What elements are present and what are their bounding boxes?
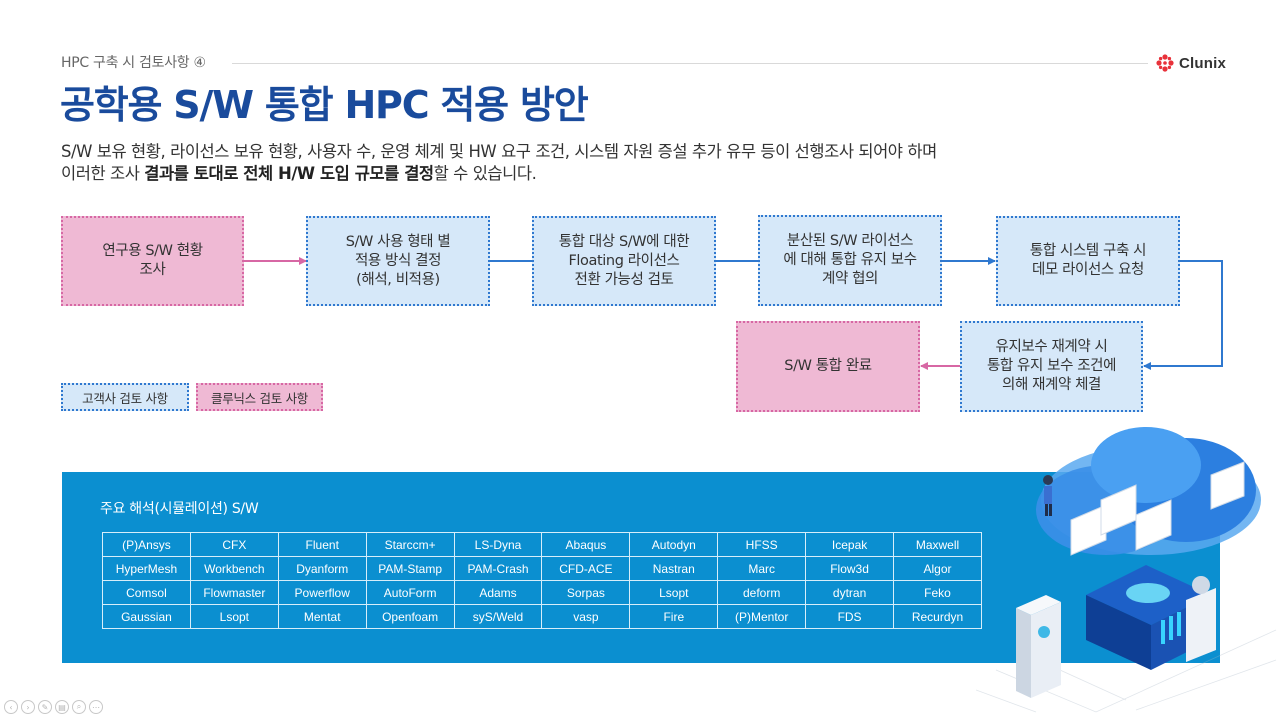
software-table-cell: Adams bbox=[453, 580, 543, 605]
legend-clunix-review: 클루닉스 검토 사항 bbox=[196, 383, 323, 411]
software-table-cell: dytran bbox=[805, 580, 895, 605]
description-line-2-prefix: 이러한 조사 bbox=[61, 164, 145, 183]
software-table-cell: Marc bbox=[717, 556, 807, 581]
software-table-cell: CFD-ACE bbox=[541, 556, 631, 581]
software-table-cell: Icepak bbox=[805, 532, 895, 557]
pen-icon[interactable]: ✎ bbox=[38, 700, 52, 714]
software-table-cell: syS/Weld bbox=[453, 604, 543, 629]
page-title: 공학용 S/W 통합 HPC 적용 방안 bbox=[60, 83, 589, 127]
software-table-cell: HFSS bbox=[717, 532, 807, 557]
software-table-cell: Mentat bbox=[277, 604, 367, 629]
server-racks-icon bbox=[1086, 565, 1211, 670]
next-slide-icon[interactable]: › bbox=[21, 700, 35, 714]
software-table-cell: Openfoam bbox=[365, 604, 455, 629]
header-divider bbox=[232, 63, 1148, 64]
software-table-cell: Maxwell bbox=[893, 532, 982, 557]
hpc-cloud-illustration bbox=[976, 427, 1277, 713]
software-table-cell: Recurdyn bbox=[893, 604, 982, 629]
software-table-cell: Starccm+ bbox=[365, 532, 455, 557]
flow-step-maintenance-negotiation: 분산된 S/W 라이선스 에 대해 통합 유지 보수 계약 협의 bbox=[758, 215, 942, 306]
software-table-cell: Abaqus bbox=[541, 532, 631, 557]
flow-step-usage-decision: S/W 사용 형태 별 적용 방식 결정 (해석, 비적용) bbox=[306, 216, 490, 306]
software-table-cell: deform bbox=[717, 580, 807, 605]
flow-step-integration-complete: S/W 통합 완료 bbox=[736, 321, 920, 412]
flow-step-recontract: 유지보수 재계약 시 통합 유지 보수 조건에 의해 재계약 체결 bbox=[960, 321, 1143, 412]
description-line-2: 이러한 조사 결과를 토대로 전체 H/W 도입 규모를 결정할 수 있습니다. bbox=[61, 163, 937, 185]
software-table-cell: Workbench bbox=[189, 556, 279, 581]
more-options-icon[interactable]: ⋯ bbox=[89, 700, 103, 714]
software-table-cell: LS-Dyna bbox=[453, 532, 543, 557]
software-table-cell: FDS bbox=[805, 604, 895, 629]
description: S/W 보유 현황, 라이선스 보유 현황, 사용자 수, 운영 체계 및 HW… bbox=[61, 141, 937, 185]
software-table-cell: CFX bbox=[189, 532, 279, 557]
software-table-cell: vasp bbox=[541, 604, 631, 629]
software-table-cell: Fire bbox=[629, 604, 719, 629]
flow-step-demo-license: 통합 시스템 구축 시 데모 라이선스 요청 bbox=[996, 216, 1180, 306]
software-table-cell: AutoForm bbox=[365, 580, 455, 605]
software-table-cell: (P)Ansys bbox=[102, 532, 191, 557]
brand-logo: Clunix bbox=[1155, 53, 1226, 73]
slides-icon[interactable]: ▤ bbox=[55, 700, 69, 714]
software-table-cell: Dyanform bbox=[277, 556, 367, 581]
software-table-cell: HyperMesh bbox=[102, 556, 191, 581]
software-panel-title: 주요 해석(시뮬레이션) S/W bbox=[100, 501, 259, 517]
section-label: HPC 구축 시 검토사항 ④ bbox=[61, 55, 206, 71]
floating-panels-icon bbox=[1070, 461, 1245, 556]
software-table-cell: Flowmaster bbox=[189, 580, 279, 605]
legend-client-review: 고객사 검토 사항 bbox=[61, 383, 189, 411]
software-table-cell: Fluent bbox=[277, 532, 367, 557]
software-table-cell: PAM-Stamp bbox=[365, 556, 455, 581]
software-table-cell: Algor bbox=[893, 556, 982, 581]
description-line-2-emphasis: 결과를 토대로 전체 H/W 도입 규모를 결정 bbox=[144, 164, 434, 183]
viewer-toolbar: ‹ › ✎ ▤ ⌕ ⋯ bbox=[4, 700, 103, 714]
software-table-cell: Feko bbox=[893, 580, 982, 605]
previous-slide-icon[interactable]: ‹ bbox=[4, 700, 18, 714]
flow-step-floating-review: 통합 대상 S/W에 대한 Floating 라이선스 전환 가능성 검토 bbox=[532, 216, 716, 306]
software-table-cell: PAM-Crash bbox=[453, 556, 543, 581]
description-line-1: S/W 보유 현황, 라이선스 보유 현황, 사용자 수, 운영 체계 및 HW… bbox=[61, 142, 937, 161]
software-table-cell: Powerflow bbox=[277, 580, 367, 605]
description-line-2-suffix: 할 수 있습니다. bbox=[433, 164, 537, 183]
brand-name: Clunix bbox=[1179, 54, 1227, 72]
software-table-cell: (P)Mentor bbox=[717, 604, 807, 629]
software-table-cell: Gaussian bbox=[102, 604, 191, 629]
flow-step-sw-survey: 연구용 S/W 현황 조사 bbox=[61, 216, 244, 306]
software-table-cell: Flow3d bbox=[805, 556, 895, 581]
clunix-logo-icon bbox=[1156, 54, 1174, 72]
zoom-icon[interactable]: ⌕ bbox=[72, 700, 86, 714]
software-table-cell: Lsopt bbox=[629, 580, 719, 605]
software-table-cell: Comsol bbox=[102, 580, 191, 605]
software-table-cell: Nastran bbox=[629, 556, 719, 581]
person-icon bbox=[1043, 475, 1053, 516]
software-table-cell: Lsopt bbox=[189, 604, 279, 629]
side-cabinets-icon bbox=[1016, 576, 1216, 698]
software-table-cell: Autodyn bbox=[629, 532, 719, 557]
software-table-cell: Sorpas bbox=[541, 580, 631, 605]
